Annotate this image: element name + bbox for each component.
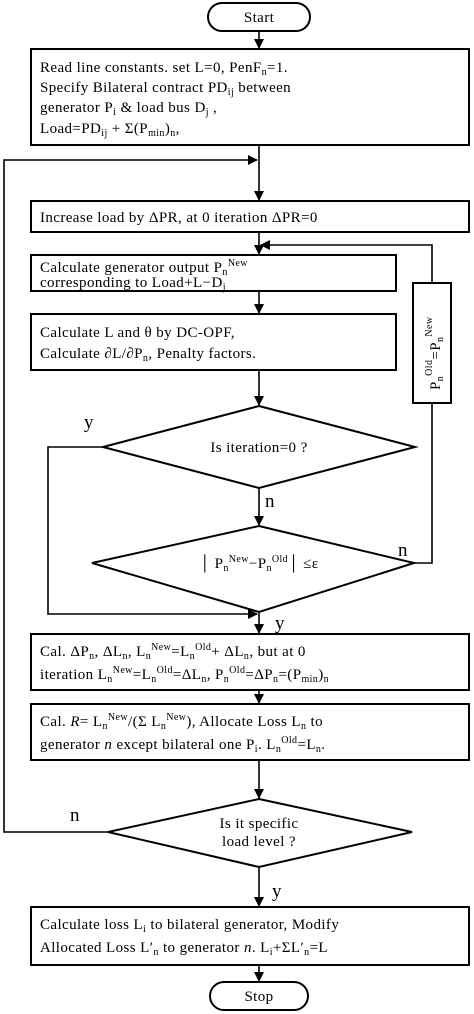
read-constants-line3: generator Pi & load bus Dj ,	[40, 100, 217, 118]
decision-iteration-zero-no: n	[265, 491, 275, 512]
decision-load-level-line1: Is it specific	[220, 816, 299, 832]
step-final-loss: Calculate loss Li to bilateral generator…	[30, 906, 470, 966]
arrow-decision2-no-loop	[260, 240, 433, 564]
step-read-constants: Read line constants. set L=0, PenFn=1. S…	[30, 48, 470, 146]
stop-terminal: Stop	[209, 981, 309, 1011]
final-loss-line1: Calculate loss Li to bilateral generator…	[40, 917, 339, 935]
gen-output-line1: Calculate generator output PnNew	[40, 258, 248, 278]
decision-convergence-text: │ PnNew−PnOld│ ≤ε	[199, 554, 318, 574]
decision-convergence-no: n	[398, 540, 408, 561]
decision-convergence-yes: y	[275, 613, 285, 634]
step-update-p: PnOld=PnNew	[412, 282, 452, 404]
step-generator-output: Calculate generator output PnNew corresp…	[30, 254, 397, 293]
decision-convergence: │ PnNew−PnOld│ ≤ε n y	[91, 524, 418, 634]
decision-iteration-zero-yes: y	[84, 412, 94, 433]
gen-output-line2: corresponding to Load+L−Dj	[40, 275, 226, 293]
stop-label: Stop	[244, 989, 273, 1005]
step-increase-load: Increase load by ΔPR, at 0 iteration ΔPR…	[30, 200, 470, 233]
read-constants-line2: Specify Bilateral contract PDij between	[40, 80, 291, 98]
start-label: Start	[244, 10, 275, 26]
step-cal-delta: Cal. ΔPn, ΔLn, LnNew=LnOld+ ΔLn, but at …	[30, 633, 470, 691]
read-constants-line1: Read line constants. set L=0, PenFn=1.	[40, 60, 288, 78]
decision-load-level-no: n	[70, 805, 80, 826]
step-allocate-loss: Cal. R= LnNew/(Σ LnNew), Allocate Loss L…	[30, 703, 470, 761]
decision-load-level-line2: load level ?	[222, 834, 296, 850]
start-terminal: Start	[207, 2, 311, 32]
decision-iteration-zero: Is iteration=0 ? y n	[84, 404, 419, 512]
arrow-decision1-yes	[47, 446, 258, 619]
dc-opf-line1: Calculate L and θ by DC-OPF,	[40, 325, 235, 341]
read-constants-line4: Load=PDij + Σ(Pmin)n,	[40, 121, 180, 139]
cal-delta-line1: Cal. ΔPn, ΔLn, LnNew=LnOld+ ΔLn, but at …	[40, 642, 306, 662]
allocate-line1: Cal. R= LnNew/(Σ LnNew), Allocate Loss L…	[40, 712, 323, 732]
increase-load-text: Increase load by ΔPR, at 0 iteration ΔPR…	[40, 210, 318, 226]
decision-load-level-yes: y	[272, 881, 282, 902]
step-dc-opf: Calculate L and θ by DC-OPF, Calculate ∂…	[30, 313, 397, 371]
decision-iteration-zero-text: Is iteration=0 ?	[210, 440, 307, 456]
dc-opf-line2: Calculate ∂L/∂Pn, Penalty factors.	[40, 346, 256, 364]
arrow-decision3-no-loop	[3, 155, 258, 833]
final-loss-line2: Allocated Loss L′n to generator n. Li+ΣL…	[40, 940, 328, 958]
allocate-line2: generator n except bilateral one Pi. LnO…	[40, 735, 325, 755]
cal-delta-line2: iteration LnNew=LnOld=ΔLn, PnOld=ΔPn=(Pm…	[40, 665, 329, 685]
update-p-text: PnOld=PnNew	[424, 316, 446, 390]
decision-load-level: Is it specific load level ? n y	[70, 797, 413, 902]
